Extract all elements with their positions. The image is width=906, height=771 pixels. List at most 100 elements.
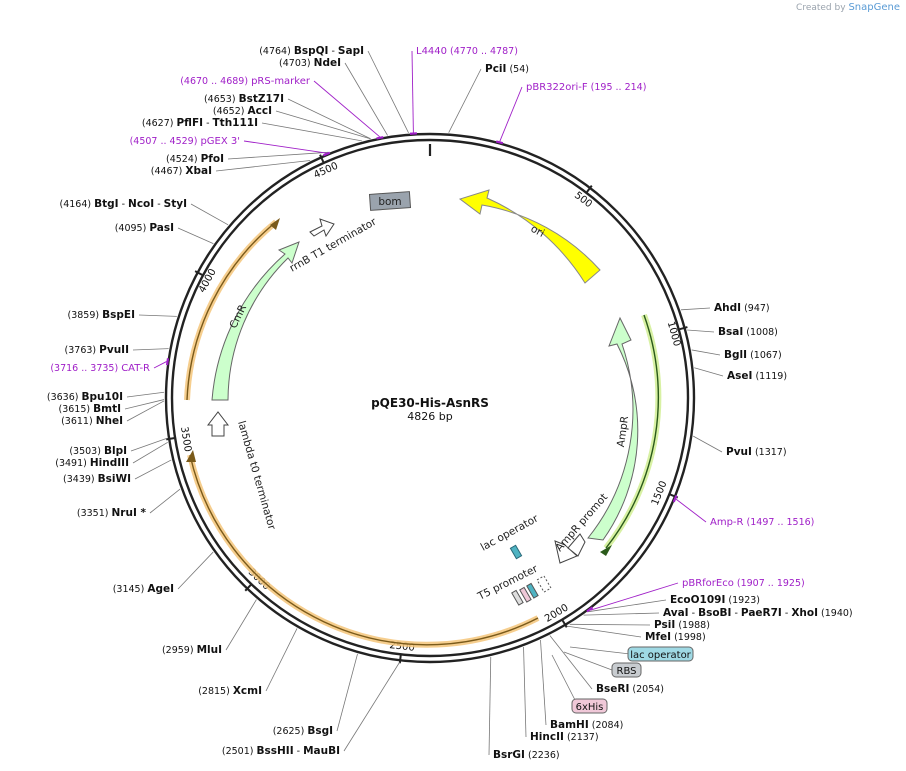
tick-mark: [319, 154, 325, 163]
primer-label: pBR322ori-F (195 .. 214): [526, 82, 646, 93]
enzyme-label: (4095) PasI: [115, 222, 174, 234]
enzyme-label: (3351) NruI *: [77, 507, 147, 519]
tick-mark: [244, 584, 252, 592]
enzyme-site: (2625) BsgI: [273, 653, 358, 737]
enzyme-label: (3763) PvuII: [65, 344, 129, 356]
primer-label: (4670 .. 4689) pRS-marker: [180, 76, 311, 87]
primer-site: (3716 .. 3735) CAT-R: [50, 358, 170, 374]
enzyme-label: BamHI (2084): [550, 719, 623, 731]
boxed-rbs: RBS: [563, 651, 642, 678]
enzyme-site: (3439) BsiWI: [63, 459, 172, 485]
primer-site: Amp-R (1497 .. 1516): [672, 495, 814, 528]
enzyme-site: AhdI (947): [680, 302, 770, 314]
site-labels: PciI (54) AhdI (947) BsaI (1008) BglI (1067…: [47, 45, 853, 761]
primer-label: Amp-R (1497 .. 1516): [710, 517, 814, 528]
tick-mark: [398, 655, 402, 664]
ampr-promoter-feature: [554, 533, 586, 564]
t5-promoter-label: T5 promoter: [475, 562, 540, 603]
enzyme-site: (3491) HindIII: [55, 441, 168, 469]
enzyme-label: (4627) PflFI - Tth111I: [142, 117, 258, 129]
enzyme-site: (4653) BstZ17I: [204, 93, 371, 140]
enzyme-site: (2959) MluI: [162, 599, 257, 656]
tick-mark: [194, 270, 203, 276]
t5-promoter-feature: [511, 575, 552, 606]
enzyme-label: (2959) MluI: [162, 644, 222, 656]
enzyme-site: HincII (2137): [523, 646, 599, 743]
bom-label: bom: [378, 196, 401, 208]
primer-site: pBR322ori-F (195 .. 214): [495, 82, 646, 145]
enzyme-site: PvuI (1317): [693, 435, 787, 458]
enzyme-label: (4653) BstZ17I: [204, 93, 284, 105]
enzyme-label: EcoO109I (1923): [670, 594, 760, 606]
tick-label: 4500: [312, 161, 340, 182]
enzyme-site: BamHI (2084): [540, 639, 623, 731]
backbone-inner: [170, 138, 690, 658]
snapgene-credit: Created by SnapGene: [796, 2, 900, 13]
rrnb-terminator-arrow: [309, 218, 335, 238]
enzyme-label: BsaI (1008): [718, 326, 778, 338]
enzyme-site: EcoO109I (1923): [588, 594, 760, 613]
cmr-feature: [211, 241, 300, 401]
enzyme-label: BglI (1067): [724, 349, 782, 361]
enzyme-label: (4467) XbaI: [151, 165, 212, 177]
enzyme-label: (4764) BspQI - SapI: [259, 45, 364, 57]
bom-feature: [368, 191, 412, 211]
enzyme-site: PciI (54): [448, 63, 529, 133]
tick-label: 500: [572, 190, 594, 210]
enzyme-site: (2501) BssHII - MauBI: [222, 662, 400, 757]
primer-label: (4507 .. 4529) pGEX 3': [130, 136, 240, 147]
boxed-lac-operator-text: lac operator: [630, 650, 691, 661]
enzyme-site: AseI (1119): [694, 367, 787, 382]
enzyme-label: (4652) AccI: [213, 105, 272, 117]
lambda-terminator-label: lambda t0 terminator: [235, 420, 278, 532]
primer-site: L4440 (4770 .. 4787): [409, 46, 518, 135]
orf-band-right: [600, 313, 662, 556]
enzyme-site: BsrGI (2236): [488, 656, 560, 761]
boxed-6xhis-text: 6xHis: [576, 702, 604, 713]
enzyme-site: (4164) BtgI - NcoI - StyI: [60, 198, 229, 226]
enzyme-label: (4703) NdeI: [279, 57, 341, 69]
lac-operator-label: lac operator: [479, 512, 541, 553]
enzyme-label: AvaI - BsoBI - PaeR7I - XhoI (1940): [663, 607, 853, 619]
enzyme-site: (3503) BlpI: [69, 437, 168, 457]
ori-feature: [458, 189, 601, 284]
enzyme-label: AseI (1119): [727, 370, 787, 382]
enzyme-label: (4524) PfoI: [166, 153, 224, 165]
enzyme-site: PsiI (1988): [569, 619, 710, 631]
enzyme-label: (2815) XcmI: [198, 685, 262, 697]
orf-band-left: [184, 218, 280, 401]
enzyme-label: PciI (54): [485, 63, 529, 75]
enzyme-site: (2815) XcmI: [198, 628, 298, 697]
enzyme-site: (4467) XbaI: [151, 160, 311, 177]
enzyme-label: HincII (2137): [530, 731, 599, 743]
enzyme-site: (3615) BmtI: [59, 399, 165, 415]
enzyme-label: (2625) BsgI: [273, 725, 333, 737]
enzyme-label: (3439) BsiWI: [63, 473, 131, 485]
enzyme-site: (3611) NheI: [61, 400, 165, 427]
snapgene-logo: SnapGene: [848, 2, 900, 13]
plasmid-name: pQE30-His-AsnRS: [371, 396, 489, 410]
ori-label: ori: [529, 223, 547, 240]
primer-site: (4507 .. 4529) pGEX 3': [130, 136, 331, 157]
primer-site: pBRforEco (1907 .. 1925): [586, 578, 805, 613]
enzyme-label: (3859) BspEI: [68, 309, 135, 321]
enzyme-site: (3636) Bpu10I: [47, 391, 165, 403]
primer-label: pBRforEco (1907 .. 1925): [682, 578, 805, 589]
enzyme-site: (3351) NruI *: [77, 488, 181, 519]
enzyme-site: (3859) BspEI: [68, 309, 177, 321]
enzyme-label: (3615) BmtI: [59, 403, 122, 415]
tick-mark: [166, 437, 175, 441]
lac-operator-feature: [509, 544, 523, 560]
ampr-feature: [587, 316, 639, 541]
boxed-rbs-text: RBS: [617, 666, 637, 677]
enzyme-site: AvaI - BsoBI - PaeR7I - XhoI (1940): [583, 607, 853, 619]
boxed-6xhis: 6xHis: [551, 654, 608, 714]
ampr-label: AmpR: [615, 415, 631, 448]
enzyme-site: (4627) PflFI - Tth111I: [142, 117, 362, 142]
enzyme-label: (3636) Bpu10I: [47, 391, 123, 403]
tick-mark: [679, 326, 688, 331]
enzyme-label: (2501) BssHII - MauBI: [222, 745, 340, 757]
enzyme-site: (3145) AgeI: [113, 551, 214, 595]
enzyme-label: AhdI (947): [714, 302, 770, 314]
